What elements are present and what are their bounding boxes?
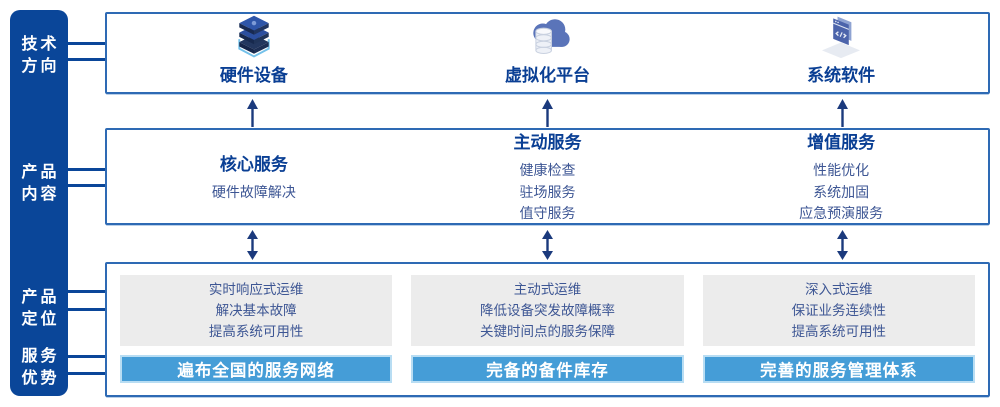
positioning-line: 深入式运维 — [805, 282, 873, 297]
service-item: 硬件故障解决 — [211, 183, 296, 200]
cloud-database-icon — [532, 19, 570, 54]
arrow-double-vertical-icon — [247, 230, 258, 260]
position-card-realtime: 实时响应式运维 解决基本故障 提高系统可用性 遍布全国的服务网络 — [120, 275, 393, 383]
tech-item-label: 虚拟化平台 — [505, 66, 590, 85]
sidebar-label-product-content: 产品 内容 — [10, 162, 68, 206]
positioning-line: 主动式运维 — [513, 282, 582, 297]
connector-line — [66, 372, 107, 375]
positioning-line: 降低设备突发故障概率 — [479, 303, 615, 318]
sidebar: 技术 方向 产品 内容 产品 定位 服务 优势 — [10, 10, 68, 396]
positioning-panel: 实时响应式运维 解决基本故障 提高系统可用性 — [120, 275, 393, 346]
arrow-up-icon — [837, 99, 848, 127]
sidebar-label-line: 产品 — [21, 164, 60, 181]
service-item: 健康检查 — [519, 162, 576, 179]
sidebar-label-line: 内容 — [21, 186, 60, 203]
positioning-line: 保证业务连续性 — [791, 303, 887, 318]
service-column-title: 核心服务 — [219, 154, 288, 174]
service-column-core: 核心服务 硬件故障解决 — [107, 130, 401, 223]
server-stack-icon — [238, 15, 270, 58]
service-item: 驻场服务 — [519, 183, 576, 200]
service-column-title: 主动服务 — [513, 133, 582, 153]
sidebar-label-service-advantage: 服务 优势 — [10, 346, 68, 390]
arrow-up-icon — [247, 99, 258, 127]
arrow-double-vertical-icon — [542, 230, 553, 260]
sidebar-label-line: 产品 — [21, 289, 60, 306]
arrow-up-icon — [542, 99, 553, 127]
tech-item-hardware: 硬件设备 — [107, 14, 401, 92]
connector-line — [66, 290, 107, 293]
positioning-panel: 深入式运维 保证业务连续性 提高系统可用性 — [702, 275, 975, 346]
service-column-value-added: 增值服务 性能优化 系统加固 应急预演服务 — [694, 130, 988, 223]
tech-direction-box: 硬件设备 虚拟化平台 — [105, 12, 990, 94]
sidebar-label-line: 方向 — [21, 58, 60, 75]
service-item: 性能优化 — [813, 162, 870, 179]
service-item: 系统加固 — [813, 183, 870, 200]
position-card-indepth: 深入式运维 保证业务连续性 提高系统可用性 完善的服务管理体系 — [702, 275, 975, 383]
sidebar-label-line: 定位 — [21, 311, 60, 328]
advantage-bar: 遍布全国的服务网络 — [120, 355, 393, 383]
sidebar-label-line: 服务 — [21, 348, 60, 365]
connector-line — [66, 184, 107, 187]
positioning-line: 提高系统可用性 — [208, 324, 304, 339]
advantage-bar: 完善的服务管理体系 — [702, 355, 975, 383]
product-position-box: 实时响应式运维 解决基本故障 提高系统可用性 遍布全国的服务网络 主动式运维 降… — [105, 262, 990, 397]
sidebar-label-tech-direction: 技术 方向 — [10, 34, 68, 78]
service-column-active: 主动服务 健康检查 驻场服务 值守服务 — [401, 130, 695, 223]
connector-line — [66, 58, 107, 61]
sidebar-label-line: 技术 — [21, 36, 60, 53]
service-item: 值守服务 — [519, 205, 576, 222]
product-content-box: 核心服务 硬件故障解决 主动服务 健康检查 驻场服务 值守服务 增值服务 性能优… — [105, 128, 990, 225]
arrow-double-vertical-icon — [837, 230, 848, 260]
positioning-panel: 主动式运维 降低设备突发故障概率 关键时间点的服务保障 — [411, 275, 684, 346]
positioning-line: 关键时间点的服务保障 — [479, 324, 615, 339]
tech-item-system-software: 系统软件 — [694, 14, 988, 92]
tech-item-label: 硬件设备 — [219, 66, 288, 85]
service-item: 应急预演服务 — [799, 205, 884, 222]
connector-line — [66, 168, 107, 171]
positioning-line: 解决基本故障 — [215, 303, 297, 318]
code-window-icon — [822, 16, 861, 59]
connector-line — [66, 42, 107, 45]
positioning-line: 实时响应式运维 — [208, 282, 304, 297]
position-card-proactive: 主动式运维 降低设备突发故障概率 关键时间点的服务保障 完备的备件库存 — [411, 275, 684, 383]
tech-item-label: 系统软件 — [807, 66, 876, 85]
service-column-title: 增值服务 — [807, 133, 876, 153]
connector-line — [66, 308, 107, 311]
positioning-line: 提高系统可用性 — [791, 324, 887, 339]
connector-line — [66, 355, 107, 358]
sidebar-label-product-position: 产品 定位 — [10, 287, 68, 331]
tech-item-virtualization: 虚拟化平台 — [401, 14, 695, 92]
sidebar-label-line: 优势 — [21, 370, 60, 387]
advantage-bar: 完备的备件库存 — [411, 355, 684, 383]
